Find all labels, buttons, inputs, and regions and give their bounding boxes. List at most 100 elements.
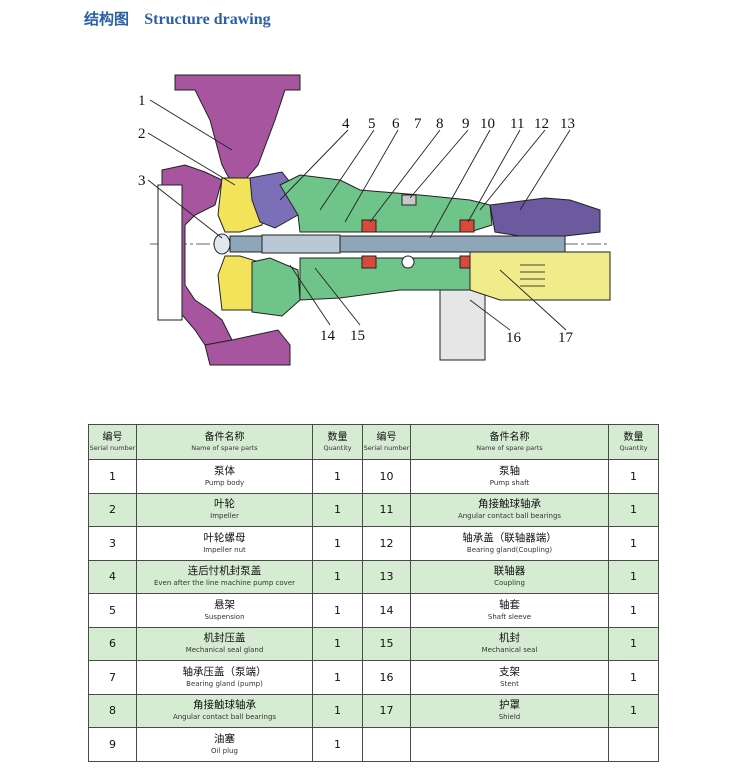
cell-value: 17 [379,704,394,718]
cell-value: 1 [109,469,116,483]
part-name-en: Bearing gland(Coupling) [466,545,553,554]
serial-cell: 16 [362,660,411,695]
part-name-cn: 角接触球轴承 [478,498,541,511]
cell-value: 15 [379,637,394,651]
serial-cell: 9 [88,727,137,762]
part-name-cn: 角接触球轴承 [193,699,256,712]
qty-cell: 1 [608,492,659,527]
oil-plug [401,194,417,206]
inlet-flange [157,184,183,321]
cell-value: 1 [630,570,637,584]
part-name-cn: 连后忖机封泵盖 [187,565,262,578]
callout-17: 17 [558,330,574,346]
cell-value: 7 [109,670,116,684]
cell-value: 1 [630,469,637,483]
part-name-en: Stent [500,679,519,688]
part-name-cn: 叶轮螺母 [203,531,246,544]
qty-cell: 1 [608,660,659,695]
callout-6: 6 [392,116,400,132]
serial-cell: 1 [88,459,137,494]
callout-11: 11 [510,116,524,132]
cell-value: 14 [379,603,394,617]
part-name-cn: 油塞 [214,732,235,745]
qty-cell: 1 [312,660,363,695]
title-cn: 结构图 [84,10,130,28]
serial-cell: 17 [362,693,411,728]
callout-9: 9 [462,116,470,132]
stent-leg [439,289,486,361]
serial-cell: 15 [362,626,411,661]
callout-12: 12 [534,116,549,132]
serial-cell: 5 [88,593,137,628]
part-name-cn: 轴套 [499,598,520,611]
qty-cell: 1 [608,526,659,561]
qty-cell: 1 [608,693,659,728]
callout-15: 15 [350,328,365,344]
cell-value: 9 [109,737,116,751]
shield-slots [520,264,545,287]
cell-value: 4 [109,570,116,584]
cell-value: 1 [334,536,341,550]
part-name-en: Suspension [204,612,245,621]
cell-value: 10 [379,469,394,483]
part-name-en: Even after the line machine pump cover [153,579,296,588]
part-name-en: Angular contact ball bearings [172,713,277,722]
callout-8: 8 [436,116,444,132]
qty-cell: 1 [608,626,659,661]
callout-10: 10 [480,116,495,132]
part-name-en: Impeller [210,512,239,521]
qty-cell: 1 [312,727,363,762]
sight-glass [401,255,415,269]
part-name-en: Mechanical seal [481,646,538,655]
serial-cell: 7 [88,660,137,695]
serial-cell: 13 [362,559,411,594]
cell-value: 6 [109,637,116,651]
cell-value: 1 [334,737,341,751]
cell-value: 1 [334,704,341,718]
cell-value: 1 [334,469,341,483]
callout-4: 4 [342,116,350,132]
qty-cell: 1 [608,559,659,594]
cell-value: 1 [630,503,637,517]
cell-value: 12 [379,536,394,550]
serial-cell: 10 [362,459,411,494]
bearing-pump-end-lower [361,255,377,269]
qty-cell [608,727,659,762]
callout-14: 14 [320,328,336,344]
qty-cell: 1 [312,693,363,728]
part-name-en: Shield [498,713,521,722]
name-cell [410,727,609,762]
title-en: Structure drawing [144,11,271,28]
bearing-pump-end [361,219,377,233]
serial-cell: 11 [362,492,411,527]
cell-value: 1 [334,637,341,651]
cell-value: 1 [334,503,341,517]
callout-7: 7 [414,116,422,132]
part-name-cn: 机封压盖 [203,632,246,645]
serial-cell: 14 [362,593,411,628]
qty-cell: 1 [312,492,363,527]
shaft-sleeve [261,234,341,254]
part-name-cn: 泵体 [214,464,235,477]
qty-cell: 1 [312,626,363,661]
